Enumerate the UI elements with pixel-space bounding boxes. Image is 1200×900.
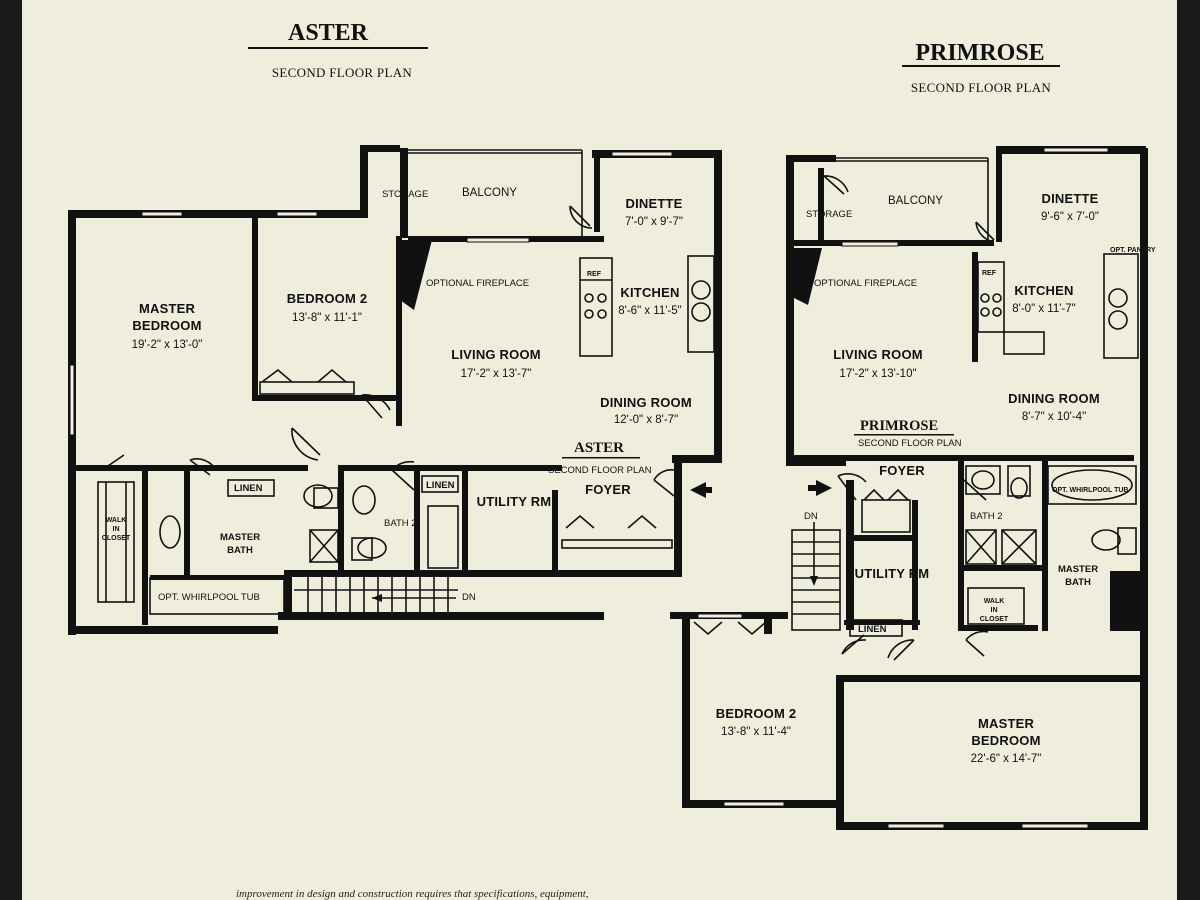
primrose-living-room-dim: 17'-2" x 13'-10" [839,368,916,380]
primrose-stairs [791,522,841,631]
aster-master-bath-label-2: BATH [227,545,253,556]
aster-utility-room-label: UTILITY RM [477,494,552,509]
primrose-stairs-down-label: DN [804,511,818,522]
aster-plan: STORAGE BALCONY DINETTE 7'-0" x 9'-7" RE… [68,145,722,635]
aster-title: ASTER [288,20,369,46]
aster-whirlpool-label: OPT. WHIRLPOOL TUB [158,592,260,603]
primrose-closet-label-3: CLOSET [980,616,1009,623]
aster-dining-room-label: DINING ROOM [600,395,692,410]
aster-linen-label-a: LINEN [234,483,263,494]
primrose-storage-label: STORAGE [806,209,852,220]
aster-storage-label: STORAGE [382,189,428,200]
primrose-bedroom2-dim: 13'-8" x 11'-4" [721,726,791,738]
aster-walls [68,145,722,635]
primrose-subtitle: SECOND FLOOR PLAN [911,80,1051,95]
primrose-whirlpool-label: OPT. WHIRLPOOL TUB [1052,487,1128,494]
aster-kitchen-label: KITCHEN [620,285,679,300]
aster-entry-arrow-icon [690,482,706,498]
primrose-fireplace-label: OPTIONAL FIREPLACE [814,278,917,289]
aster-dining-room-dim: 12'-0" x 8'-7" [614,414,678,426]
primrose-inner-title: PRIMROSE [860,418,938,434]
primrose-entry-arrow-icon [816,480,832,496]
primrose-closet-label-2: IN [991,607,998,614]
primrose-balcony-label: BALCONY [888,195,943,207]
primrose-master-bedroom-dim: 22'-6" x 14'-7" [971,753,1042,765]
footer-note: improvement in design and construction r… [236,888,589,900]
aster-bath2-label: BATH 2 [384,518,417,529]
aster-foyer-label: FOYER [585,482,631,497]
primrose-utility-room-label: UTILITY RM [855,566,930,581]
aster-dinette-label: DINETTE [625,196,682,211]
aster-closet-label-2: IN [113,526,120,533]
aster-balcony-label: BALCONY [462,187,517,199]
aster-closet-label-3: CLOSET [102,535,131,542]
aster-inner-title: ASTER [574,440,624,456]
aster-living-room-dim: 17'-2" x 13'-7" [461,368,532,380]
primrose-master-bedroom-label-1: MASTER [978,716,1035,731]
aster-fireplace-label: OPTIONAL FIREPLACE [426,278,529,289]
primrose-living-room-label: LIVING ROOM [833,347,923,362]
primrose-bath2-label: BATH 2 [970,511,1003,522]
primrose-closet-label-1: WALK [984,598,1005,605]
primrose-header: PRIMROSE SECOND FLOOR PLAN [902,40,1060,95]
primrose-bedroom2-label: BEDROOM 2 [716,706,797,721]
aster-kitchen-dim: 8'-6" x 11'-5" [618,305,681,317]
primrose-foyer-label: FOYER [879,463,925,478]
aster-ref-label: REF [587,271,602,278]
aster-linen-label-b: LINEN [426,480,455,491]
aster-stairs-down-label: DN [462,592,476,603]
aster-inner-subtitle: SECOND FLOOR PLAN [548,465,652,476]
primrose-master-bath-label-1: MASTER [1058,564,1098,575]
primrose-dinette-label: DINETTE [1041,191,1098,206]
primrose-inner-subtitle: SECOND FLOOR PLAN [858,438,962,449]
aster-master-bedroom-dim: 19'-2" x 13'-0" [132,339,203,351]
primrose-dinette-dim: 9'-6" x 7'-0" [1041,211,1099,223]
primrose-linen-label: LINEN [858,624,887,635]
aster-living-room-label: LIVING ROOM [451,347,541,362]
primrose-dining-room-dim: 8'-7" x 10'-4" [1022,411,1086,423]
primrose-master-bedroom-label-2: BEDROOM [971,733,1040,748]
aster-dinette-dim: 7'-0" x 9'-7" [625,216,683,228]
primrose-title: PRIMROSE [915,40,1044,66]
aster-bedroom2-label: BEDROOM 2 [287,291,368,306]
primrose-plan: STORAGE BALCONY DINETTE 9'-6" x 7'-0" OP… [670,146,1156,830]
floor-plan-sheet: ASTER SECOND FLOOR PLAN PRIMROSE SECOND … [22,0,1177,900]
primrose-kitchen-dim: 8'-0" x 11'-7" [1012,303,1075,315]
aster-master-bath-label-1: MASTER [220,532,260,543]
aster-closet-label-1: WALK [106,517,127,524]
primrose-kitchen-label: KITCHEN [1014,283,1073,298]
aster-subtitle: SECOND FLOOR PLAN [272,65,412,80]
primrose-dining-room-label: DINING ROOM [1008,391,1100,406]
aster-bedroom2-dim: 13'-8" x 11'-1" [292,312,362,324]
primrose-pantry-label: OPT. PANTRY [1110,247,1156,254]
floor-plans-drawing: ASTER SECOND FLOOR PLAN PRIMROSE SECOND … [68,20,1156,900]
aster-master-bedroom-label-2: BEDROOM [132,318,201,333]
aster-header: ASTER SECOND FLOOR PLAN [248,20,428,80]
primrose-master-bath-label-2: BATH [1065,577,1091,588]
aster-stairs [294,577,458,612]
aster-master-bedroom-label-1: MASTER [139,301,195,316]
primrose-ref-label: REF [982,270,997,277]
